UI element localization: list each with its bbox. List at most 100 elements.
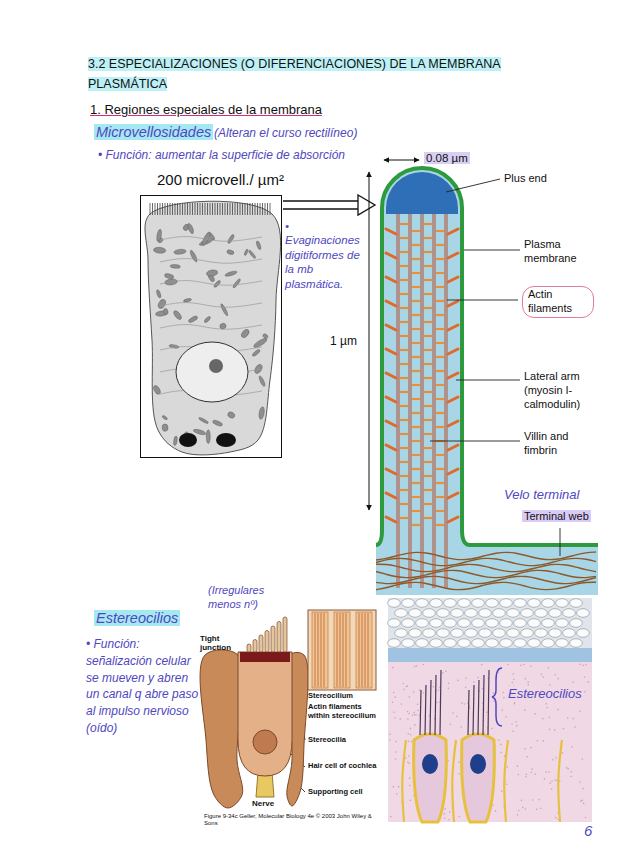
- lateral-arm: [386, 253, 396, 258]
- tissue-stipple: [566, 767, 568, 769]
- surface-cell: [451, 609, 464, 618]
- organelle: [258, 406, 265, 419]
- lateral-arm: [386, 469, 396, 474]
- tissue-stipple: [417, 710, 419, 712]
- organelle: [212, 419, 223, 427]
- lateral-arm: [386, 445, 396, 450]
- granule: [216, 433, 236, 447]
- label-box: 6: [584, 822, 604, 841]
- tissue-stipple: [517, 814, 519, 816]
- villin-crosslink: [400, 419, 408, 421]
- surface-cell: [542, 599, 555, 608]
- inset-actin-line: [346, 613, 347, 687]
- tissue-stipple: [464, 703, 466, 705]
- villin-crosslink: [400, 391, 408, 393]
- stereocilium-rod: [271, 626, 275, 652]
- cuticular-plate: [240, 652, 290, 662]
- surface-cell: [500, 639, 513, 648]
- villin-crosslink: [412, 342, 420, 344]
- inset-stereocilium: [356, 612, 372, 688]
- villin-crosslink: [436, 328, 444, 330]
- tissue-stipple: [506, 766, 508, 768]
- tissue-stipple: [562, 752, 564, 754]
- villin-crosslink: [400, 447, 408, 449]
- surface-cell: [479, 609, 492, 618]
- tissue-stipple: [540, 807, 542, 809]
- inset-actin-line: [340, 613, 341, 687]
- tissue-stipple: [395, 751, 397, 753]
- surface-cell: [493, 609, 506, 618]
- lateral-arm: [448, 445, 458, 450]
- part-label: Lateral arm (myosin I-calmodulin): [524, 370, 580, 410]
- brush-border-line: [242, 203, 243, 215]
- tissue-stipple: [545, 703, 547, 705]
- actin-filament: [399, 214, 400, 588]
- brush-border-line: [177, 203, 178, 215]
- brush-border-line: [227, 203, 228, 215]
- villin-crosslink: [412, 370, 420, 372]
- brush-border-line: [220, 203, 221, 215]
- tissue-stipple: [482, 688, 484, 690]
- leader-line: [464, 250, 520, 251]
- villin-crosslink: [424, 307, 432, 309]
- surface-cell: [507, 629, 520, 638]
- lateral-arm: [448, 373, 458, 378]
- stereocilium-hair: [435, 675, 436, 735]
- label-box: Estereocilios: [94, 609, 214, 627]
- brush-border-line: [237, 203, 238, 215]
- tissue-stipple: [413, 691, 415, 693]
- villin-crosslink: [436, 426, 444, 428]
- villin-crosslink: [436, 286, 444, 288]
- stereocilium-hair: [430, 680, 431, 735]
- lateral-arm: [386, 301, 396, 306]
- organelle: [219, 322, 227, 329]
- handwritten-note: • Evaginaciones digitiformes de la mb pl…: [285, 220, 360, 290]
- label-box: Figure 9-34c Geller, Molecular Biology 4…: [204, 813, 384, 827]
- tissue-stipple: [572, 681, 574, 683]
- villin-crosslink: [400, 503, 408, 505]
- villin-crosslink: [400, 237, 408, 239]
- organelle: [172, 309, 183, 320]
- villin-crosslink: [424, 503, 432, 505]
- actin-filament: [433, 214, 434, 588]
- part-label: Terminal web: [522, 510, 591, 522]
- tissue-stipple: [534, 773, 536, 775]
- organelle: [183, 298, 192, 303]
- villin-crosslink: [412, 398, 420, 400]
- inset-actin-line: [321, 613, 322, 687]
- organelle: [248, 250, 256, 259]
- label-box: Lateral arm (myosin I-calmodulin): [524, 370, 606, 411]
- villin-crosslink: [424, 279, 432, 281]
- villin-crosslink: [436, 258, 444, 260]
- brush-border-line: [187, 203, 188, 215]
- tissue-stipple: [534, 713, 536, 715]
- surface-cell: [549, 629, 562, 638]
- tissue-stipple: [458, 773, 460, 775]
- surface-cell: [514, 599, 527, 608]
- stereocilium-rod: [277, 622, 281, 653]
- surface-cell: [486, 619, 499, 628]
- leader-line: [560, 528, 561, 556]
- box-heading: 200 microvell./ µm²: [157, 171, 284, 188]
- label-box: 1 µm: [330, 334, 364, 349]
- tissue-stipple: [393, 712, 395, 714]
- tissue-stipple: [473, 681, 475, 683]
- organelle: [206, 269, 218, 277]
- page-title: 3.2 ESPECIALIZACIONES (O DIFERENCIACIONE…: [88, 57, 501, 91]
- figure-credit: Figure 9-34c Geller, Molecular Biology 4…: [204, 813, 372, 826]
- tissue-stipple: [406, 686, 408, 688]
- brush-border-line: [247, 203, 248, 215]
- tissue-stipple: [582, 788, 584, 790]
- villin-crosslink: [424, 447, 432, 449]
- lateral-arm: [448, 277, 458, 282]
- stereocilium-hair: [420, 690, 421, 735]
- villin-crosslink: [400, 475, 408, 477]
- brush-border-line: [172, 203, 173, 215]
- surface-cell: [465, 629, 478, 638]
- inset-actin-line: [318, 613, 319, 687]
- villin-crosslink: [400, 405, 408, 407]
- part-label: Villin and fimbrin: [524, 430, 568, 456]
- villin-crosslink: [424, 251, 432, 253]
- lateral-arm: [386, 397, 396, 402]
- villin-crosslink: [412, 258, 420, 260]
